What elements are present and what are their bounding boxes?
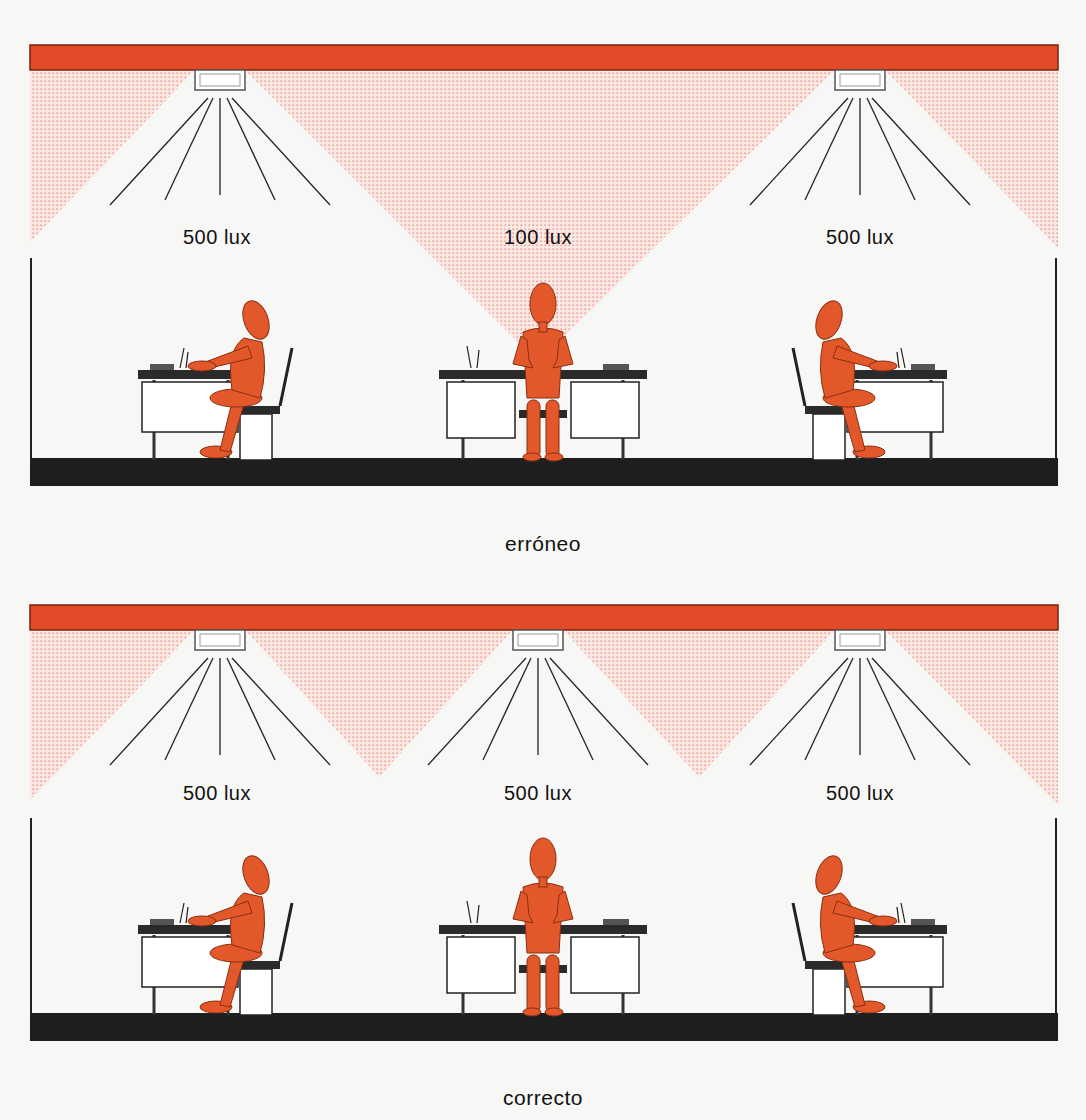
wall [31, 818, 1056, 1015]
luminaire [110, 630, 970, 765]
lux-label: 100 lux [501, 226, 575, 249]
ceiling [30, 45, 1058, 70]
wall [31, 258, 1056, 460]
workstation [138, 838, 947, 1016]
caption-label: correcto [500, 1086, 586, 1110]
light-field [30, 630, 1058, 805]
caption-label: erróneo [502, 532, 584, 556]
workstation [138, 283, 947, 461]
lux-label: 500 lux [823, 782, 897, 805]
lux-label: 500 lux [501, 782, 575, 805]
ceiling [30, 605, 1058, 630]
floor [30, 458, 1058, 486]
lux-label: 500 lux [180, 782, 254, 805]
lux-label: 500 lux [823, 226, 897, 249]
floor [30, 1013, 1058, 1041]
luminaire [110, 70, 970, 205]
lux-label: 500 lux [180, 226, 254, 249]
